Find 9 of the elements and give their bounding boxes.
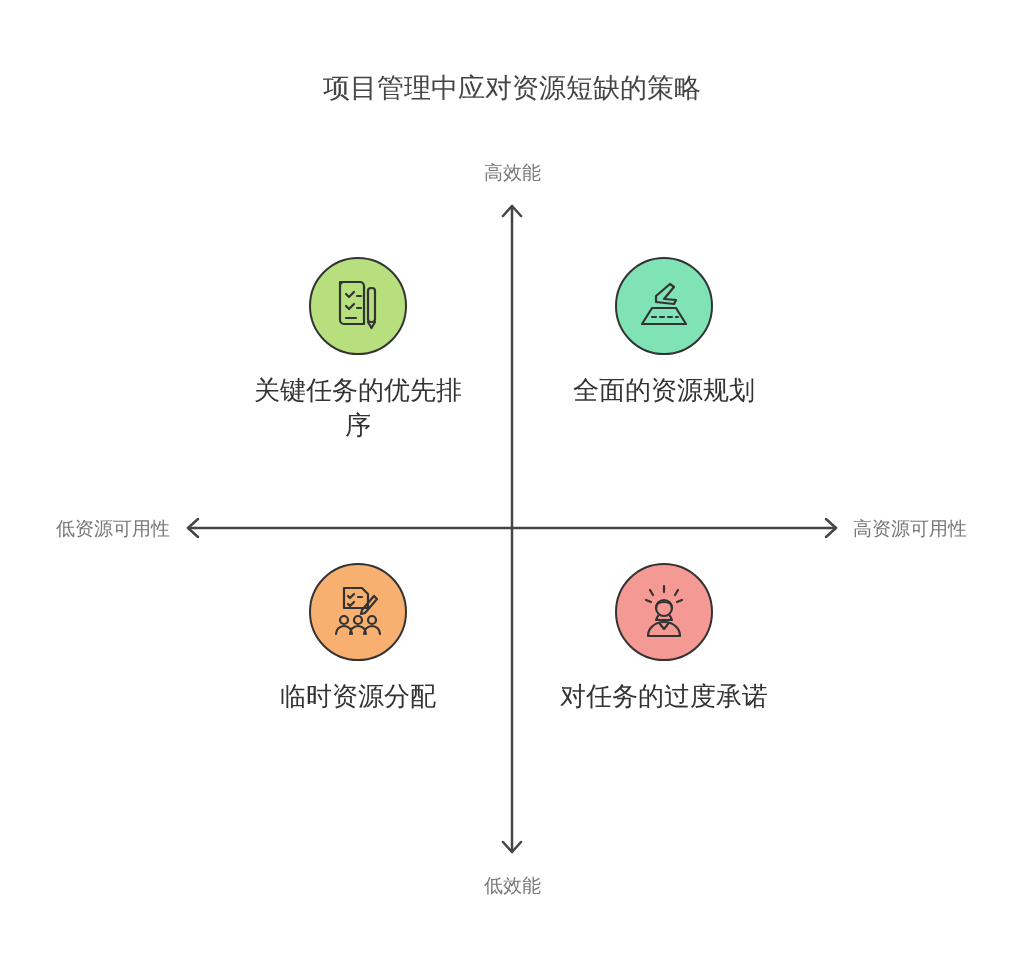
axis-label: 高资源可用性 xyxy=(853,516,967,540)
strategy-label: 全面的资源规划 xyxy=(572,374,756,407)
strategy-label: 对任务的过度承诺 xyxy=(559,680,769,713)
axis-label: 高效能 xyxy=(483,160,541,184)
strategy-label: 临时资源分配 xyxy=(279,680,437,713)
diagram-title: 项目管理中应对资源短缺的策略 xyxy=(323,71,701,105)
axis-label: 低效能 xyxy=(483,873,541,897)
axis-label: 低资源可用性 xyxy=(56,516,170,540)
strategy-label: 关键任务的优先排序 xyxy=(253,374,463,443)
